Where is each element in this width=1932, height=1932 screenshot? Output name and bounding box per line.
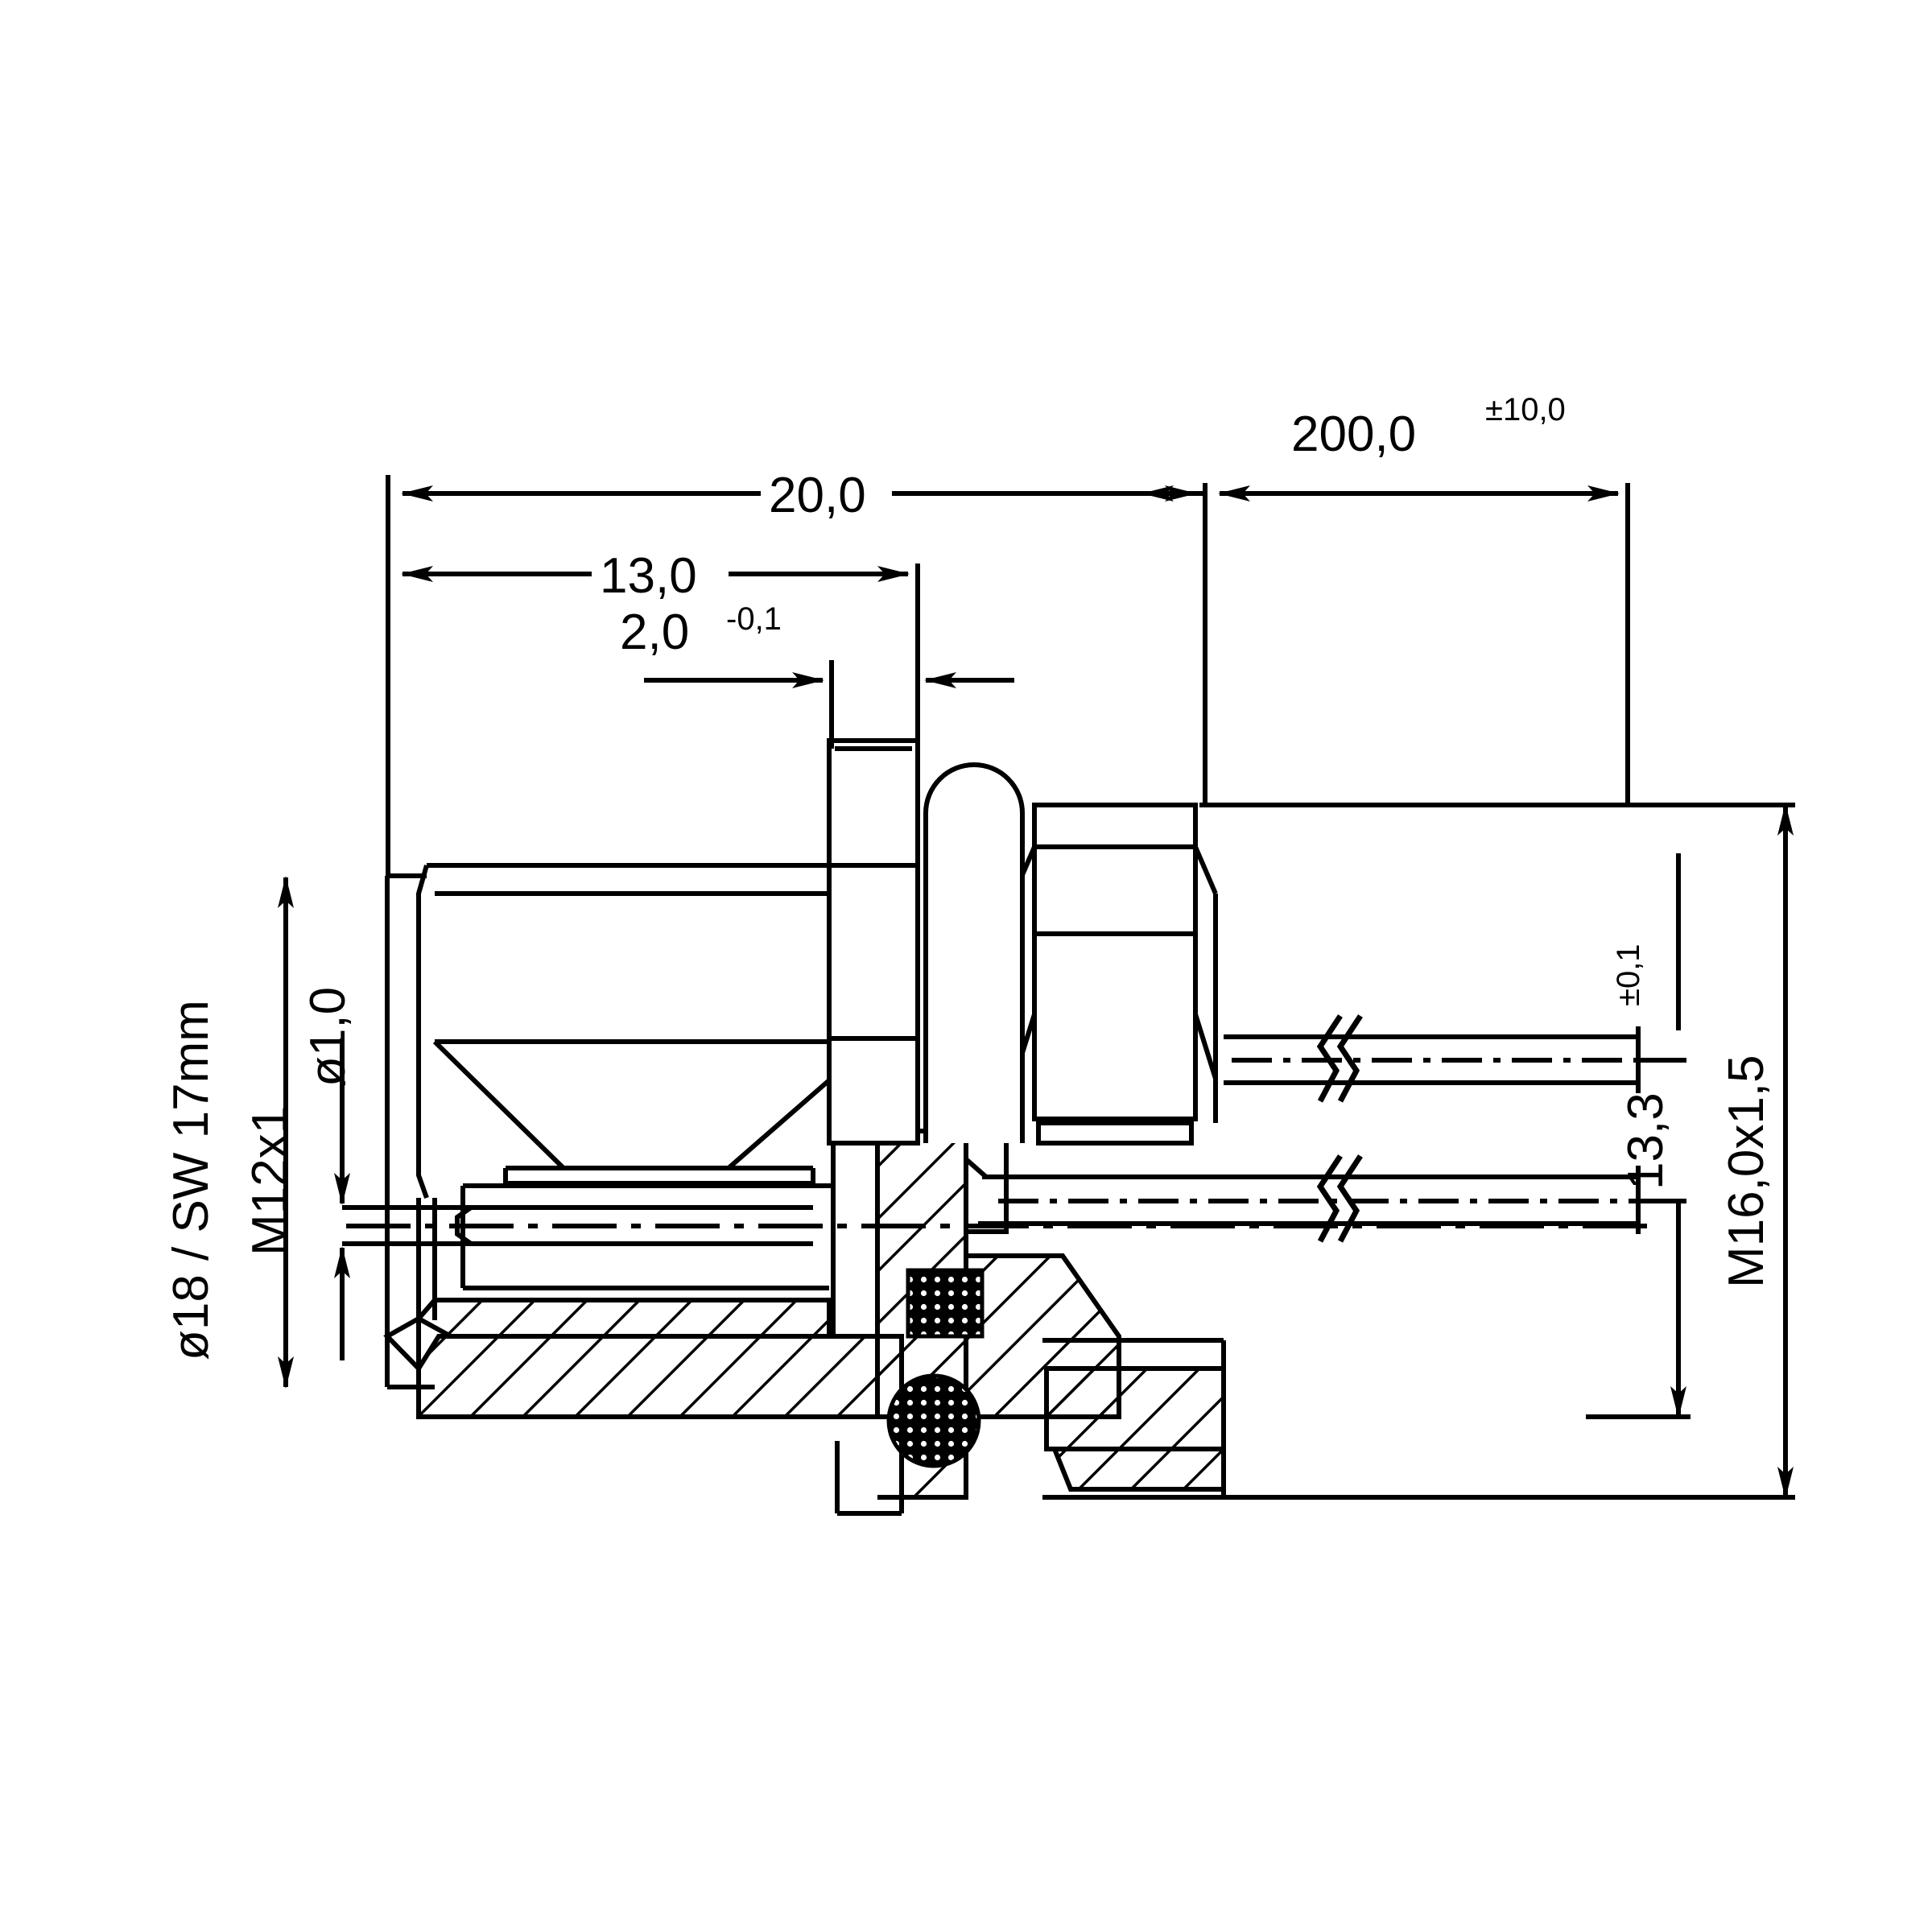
- connector-geometry: [383, 738, 1226, 1516]
- dimension-200: 200,0 ±10,0: [1141, 392, 1620, 502]
- o-ring-icon-upper: [906, 1268, 985, 1339]
- dimension-lead-spacing: 13,3 ±0,1: [1586, 853, 1690, 1419]
- flange-chamfer: [383, 1314, 421, 1375]
- break-symbol-upper-a: [1316, 1014, 1343, 1103]
- dimension-sw17: ø18 / SW 17mm: [163, 876, 294, 1389]
- dim-sw-label: ø18 / SW 17mm: [163, 1000, 219, 1360]
- dim-133-tolerance: ±0,1: [1611, 943, 1646, 1006]
- dim-pin-label: ø1,0: [300, 987, 356, 1087]
- break-symbol-upper-b: [1336, 1014, 1363, 1103]
- wire-entry-taper: [964, 1157, 988, 1179]
- dim-2-label: 2,0: [620, 605, 689, 660]
- dim-2-tolerance: -0,1: [726, 601, 782, 637]
- hex-nut-body: [1032, 803, 1198, 1121]
- body-wall-left: [831, 1141, 880, 1339]
- dim-m16-label: M16,0x1,5: [1719, 1055, 1774, 1288]
- dimension-13: 13,0: [401, 548, 910, 604]
- dim-200-tolerance: ±10,0: [1485, 392, 1566, 427]
- break-symbol-lower-a: [1316, 1154, 1343, 1243]
- dim-m12-label: M12x1: [242, 1106, 298, 1256]
- dimension-m12: M12x1: [242, 877, 298, 1387]
- funnel-left: [432, 1039, 566, 1170]
- flying-leads: [964, 1014, 1650, 1243]
- o-ring-icon-lower: [886, 1373, 981, 1468]
- dimension-pin-dia: ø1,0: [300, 987, 483, 1360]
- coupling-left-chamfer: [416, 865, 429, 1199]
- dimension-m16: M16,0x1,5: [1199, 803, 1795, 1500]
- dim-20-label: 20,0: [769, 468, 866, 523]
- dim-200-label: 200,0: [1291, 407, 1416, 462]
- dim-13-label: 13,0: [600, 548, 697, 604]
- break-symbol-lower-b: [1336, 1154, 1363, 1243]
- hex-nut-taper-r: [1193, 1013, 1218, 1123]
- dimension-2: 2,0 -0,1: [620, 601, 1014, 688]
- flange-section-lower: [416, 1334, 904, 1419]
- rear-gland-hatch-1: [1044, 1366, 1226, 1451]
- hex-nut-right-cham: [1193, 845, 1218, 895]
- dimension-lines: [386, 475, 1630, 877]
- key-post: [827, 738, 920, 1146]
- rear-gland-hatch-2: [1051, 1447, 1226, 1492]
- hex-nut-base-ring: [1036, 1121, 1194, 1146]
- o-ring-group: [886, 1268, 985, 1468]
- dim-133-label: 13,3: [1618, 1092, 1674, 1190]
- dome-pin: [923, 762, 1025, 1143]
- flange-section-upper: [415, 1298, 832, 1339]
- body-bore-upper: [964, 1129, 1009, 1234]
